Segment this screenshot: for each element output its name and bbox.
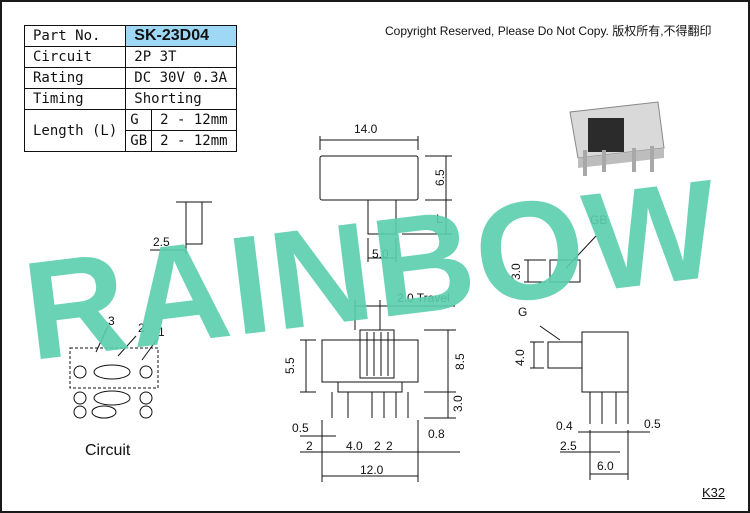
- dim-knob-width: 14.0: [354, 122, 378, 136]
- dim-side-pin-b: 0.5: [644, 417, 661, 431]
- gb-detail: [524, 235, 597, 283]
- top-view: [319, 136, 452, 262]
- timing-label: Timing: [23, 88, 127, 110]
- length-code-gb: GB: [125, 130, 153, 152]
- rating-label: Rating: [23, 67, 127, 89]
- spec-table: Part No. SK-23D04 Circuit 2P 3T Rating D…: [23, 25, 237, 152]
- dim-body-width: 12.0: [360, 463, 384, 477]
- length-label: Length (L): [23, 109, 127, 152]
- dim-knob-stem: 5.0: [372, 247, 389, 261]
- length-value-gb: 2 - 12mm: [151, 130, 237, 152]
- side-view: [530, 325, 650, 480]
- dim-pin-pitch-a: 2: [374, 439, 381, 453]
- dim-pin-margin: 2: [306, 439, 313, 453]
- circuit-value: 2P 3T: [125, 46, 237, 68]
- circuit-pin-1: 1: [158, 325, 165, 339]
- side-detail: [150, 201, 212, 254]
- dim-body-height: 5.5: [283, 357, 297, 374]
- dim-pin-offset: 0.8: [428, 427, 445, 441]
- dim-side-width: 6.0: [597, 459, 614, 473]
- dim-pin-width: 0.5: [292, 421, 309, 435]
- dim-pin-pitch: 4.0: [346, 439, 363, 453]
- circuit-diagram: [69, 325, 159, 419]
- dim-total-height: 8.5: [453, 353, 467, 370]
- part-no-value: SK-23D04: [125, 25, 237, 47]
- rainbow-watermark: RAINBOW: [16, 149, 728, 390]
- dim-pin-pitch-b: 2: [386, 439, 393, 453]
- g-label: G: [518, 305, 527, 319]
- circuit-pin-3: 3: [108, 314, 115, 328]
- dim-g: 4.0: [513, 349, 527, 366]
- dim-side-offset: 2.5: [153, 235, 170, 249]
- copyright-notice: Copyright Reserved, Please Do Not Copy. …: [385, 24, 712, 38]
- dim-length: L: [436, 212, 443, 226]
- dim-gb: 3.0: [509, 263, 523, 280]
- rating-value: DC 30V 0.3A: [125, 67, 237, 89]
- circuit-caption: Circuit: [85, 442, 131, 459]
- dim-side-pitch: 2.5: [560, 439, 577, 453]
- dim-side-pin-a: 0.4: [556, 419, 573, 433]
- dim-travel: 2.0 Travel: [397, 291, 450, 305]
- dim-pin-length: 3.0: [451, 395, 465, 412]
- circuit-pin-2: 2: [138, 321, 145, 335]
- drawing-code: K32: [702, 485, 726, 500]
- front-view: [300, 300, 460, 482]
- product-photo: [569, 101, 665, 176]
- dim-knob-height: 6.5: [433, 169, 447, 186]
- gb-label: GB: [590, 213, 607, 227]
